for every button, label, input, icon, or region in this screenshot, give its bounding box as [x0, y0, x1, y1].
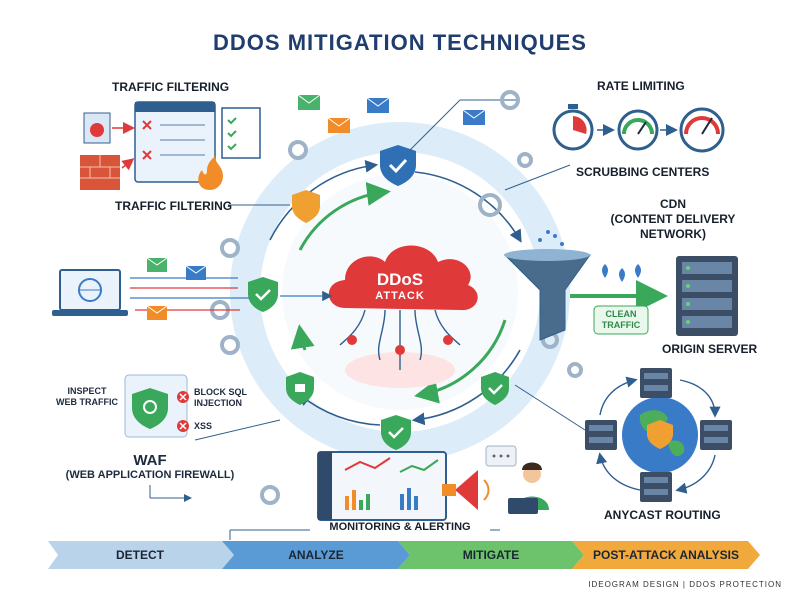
water-drop-icon	[602, 264, 641, 282]
ddos-label-line1: DDoS	[376, 270, 424, 289]
waf-label: WAF (WEB APPLICATION FIREWALL)	[40, 452, 260, 481]
rate-limiting-label: RATE LIMITING	[597, 79, 685, 93]
xss-label: XSS	[194, 421, 213, 431]
block-icon	[177, 420, 189, 432]
server-rack-icon	[700, 420, 732, 450]
megaphone-icon	[442, 470, 490, 510]
envelope-icon	[185, 265, 207, 280]
connector-line	[514, 384, 586, 431]
flow-arrows	[112, 122, 135, 171]
envelope-icon	[146, 257, 168, 272]
footer-credit: IDEOGRAM DESIGN | DDOS PROTECTION	[588, 580, 782, 589]
monitoring-label: MONITORING & ALERTING	[310, 521, 490, 533]
block-sql-line2: INJECTION	[194, 398, 243, 408]
inspect-label: INSPECT WEB TRAFFIC	[52, 386, 122, 408]
browser-filter-icon	[134, 101, 216, 183]
clean-traffic-badge	[593, 305, 649, 335]
clean-traffic-label: CLEAN TRAFFIC	[594, 309, 648, 331]
anycast-routing-label: ANYCAST ROUTING	[604, 508, 721, 522]
traffic-filtering-label-mid: TRAFFIC FILTERING	[115, 199, 233, 213]
block-icon	[177, 391, 189, 403]
globe-icon	[622, 397, 698, 473]
clean-traffic-line1: CLEAN	[605, 309, 637, 319]
laptop-icon	[52, 269, 128, 316]
waf-window-icon	[124, 374, 188, 438]
cycle-arrows-inner	[290, 182, 507, 404]
traffic-filtering-label-top: TRAFFIC FILTERING	[112, 80, 230, 94]
phase-detect: DETECT	[116, 548, 164, 562]
phase-analyze: ANALYZE	[288, 548, 344, 562]
shield-icon	[481, 372, 509, 405]
inspect-line2: WEB TRAFFIC	[56, 397, 118, 407]
checklist-icon	[221, 107, 261, 159]
connector-line	[504, 164, 571, 191]
envelope-icon	[146, 305, 168, 320]
doc-alert-icon	[83, 112, 111, 144]
shield-icon	[292, 190, 320, 223]
chat-bubble-icon	[485, 445, 517, 467]
connector-line	[194, 419, 281, 441]
waf-label-line1: WAF	[133, 452, 167, 469]
person-icon	[508, 462, 549, 514]
phase-post-attack: POST-ATTACK ANALYSIS	[592, 548, 739, 562]
shield-icon	[381, 415, 411, 450]
scrubbing-centers-label: SCRUBBING CENTERS	[576, 165, 710, 179]
cdn-label: CDN (CONTENT DELIVERY NETWORK)	[578, 197, 768, 242]
phase-bar	[48, 541, 760, 569]
inspect-line1: INSPECT	[67, 386, 107, 396]
envelope-icon	[327, 117, 351, 133]
server-rack-icon	[640, 472, 672, 502]
shield-icon	[286, 372, 314, 405]
server-rack-icon	[585, 420, 617, 450]
clean-traffic-line2: TRAFFIC	[601, 320, 641, 330]
ddos-attack-cloud-icon	[328, 245, 478, 388]
ddos-attack-label: DDoS ATTACK	[340, 270, 460, 302]
firewall-icon	[80, 155, 120, 190]
envelope-icon	[366, 97, 390, 113]
envelope-icon	[462, 109, 486, 125]
gauge-icon	[617, 109, 659, 151]
anycast-arrows	[596, 376, 721, 494]
cdn-label-line1: CDN	[660, 197, 686, 211]
dashboard-icon	[317, 451, 447, 521]
ddos-label-line2: ATTACK	[375, 290, 425, 302]
stopwatch-icon	[552, 104, 594, 151]
origin-server-label: ORIGIN SERVER	[662, 342, 758, 356]
block-sql-line1: BLOCK SQL	[194, 387, 247, 397]
cdn-label-line2: (CONTENT DELIVERY NETWORK)	[610, 212, 736, 241]
shield-icon	[380, 145, 416, 186]
server-rack-icon	[640, 368, 672, 398]
block-sql-label: BLOCK SQL INJECTION	[194, 387, 247, 409]
shield-icon	[248, 277, 278, 312]
connector-line	[409, 99, 461, 151]
phase-mitigate: MITIGATE	[462, 548, 520, 562]
envelope-icon	[297, 94, 321, 110]
traffic-lines	[130, 277, 333, 311]
funnel-icon	[503, 230, 591, 341]
server-rack-icon	[676, 256, 738, 336]
gauge-icon	[679, 107, 725, 153]
waf-label-line2: (WEB APPLICATION FIREWALL)	[65, 469, 235, 481]
page-title: DDOS MITIGATION TECHNIQUES	[213, 30, 587, 55]
fire-icon	[198, 156, 223, 190]
